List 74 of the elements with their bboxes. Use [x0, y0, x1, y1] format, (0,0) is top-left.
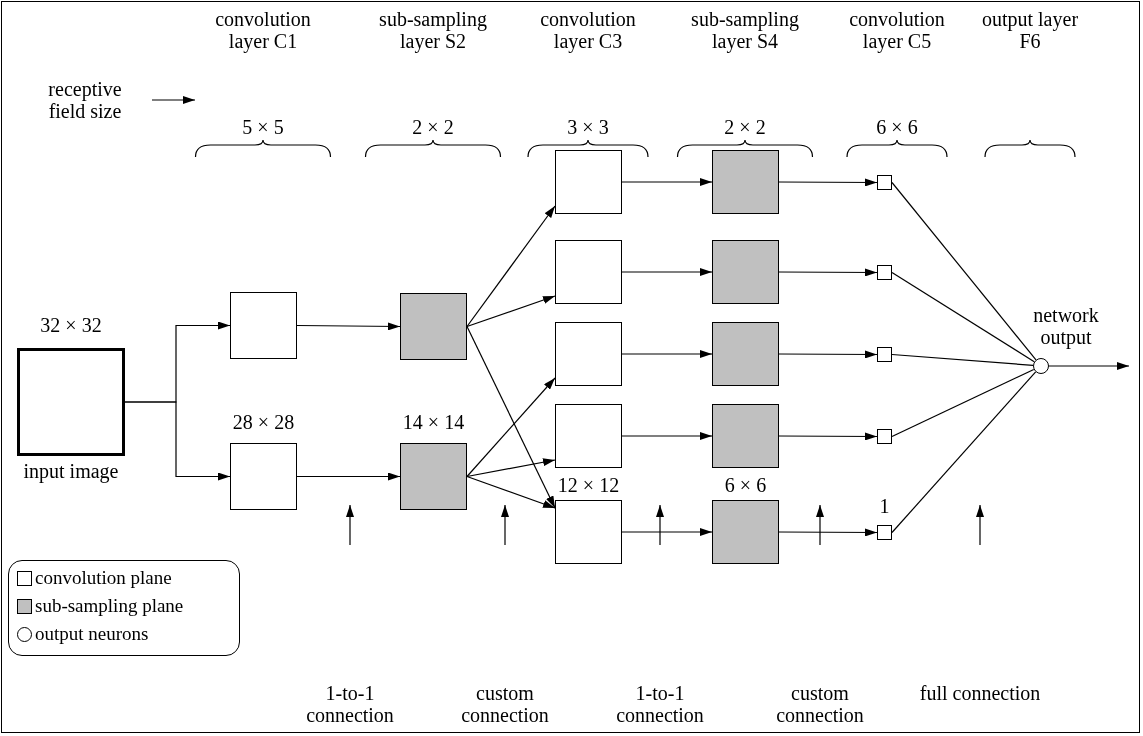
layer-heading: sub-sampling layer S4 — [690, 8, 800, 52]
arrow — [466, 377, 556, 478]
arrow — [296, 472, 401, 481]
arrow — [621, 350, 713, 358]
legend-text: sub-sampling plane — [35, 595, 184, 617]
connection-label: custom connection — [775, 682, 865, 726]
legend-text: output neurons — [35, 623, 149, 645]
arrow — [778, 178, 878, 187]
layer-heading: sub-sampling layer S2 — [378, 8, 488, 52]
arrow — [466, 295, 556, 328]
neuron-square — [877, 265, 892, 280]
arrow — [621, 268, 713, 276]
node-caption: 14 × 14 — [401, 411, 466, 433]
field-size-label: 2 × 2 — [411, 116, 455, 138]
output-neuron-circle — [1033, 358, 1049, 374]
node-caption: input image — [22, 460, 120, 482]
input-image-box — [17, 348, 125, 456]
node-caption: 6 × 6 — [723, 474, 768, 496]
node-caption: network output — [1032, 304, 1100, 348]
field-size-label: 5 × 5 — [241, 116, 285, 138]
annotation-text: receptive field size — [47, 78, 123, 122]
arrow — [778, 528, 878, 537]
connection-label: custom connection — [460, 682, 550, 726]
arrow — [778, 268, 878, 277]
node-caption: 12 × 12 — [556, 474, 621, 496]
connection-line — [891, 353, 1034, 366]
layer-heading: output layer F6 — [980, 8, 1080, 52]
convolution-plane — [555, 150, 622, 214]
connection-label: 1-to-1 connection — [615, 682, 705, 726]
neuron-square — [877, 347, 892, 362]
field-size-label: 2 × 2 — [723, 116, 767, 138]
convolution-plane — [230, 292, 297, 359]
layer-heading: convolution layer C3 — [539, 8, 637, 52]
node-caption: 32 × 32 — [39, 314, 103, 336]
arrow — [621, 528, 713, 536]
convolution-plane — [555, 322, 622, 386]
arrow — [466, 475, 556, 509]
connection-line — [891, 271, 1035, 363]
arrow — [466, 458, 556, 478]
connection-label: full connection — [918, 682, 1042, 704]
sub-sampling-plane — [712, 240, 779, 304]
convolution-plane — [230, 443, 297, 510]
neuron-square — [877, 525, 892, 540]
sub-sampling-plane — [712, 500, 779, 564]
connection-line — [891, 181, 1037, 361]
connection-line — [891, 371, 1037, 534]
arrow — [1048, 362, 1130, 370]
sub-sampling-plane — [712, 404, 779, 468]
neuron-square — [877, 429, 892, 444]
convolution-plane — [555, 500, 622, 564]
connection-line — [891, 368, 1035, 438]
field-size-label: 3 × 3 — [566, 116, 610, 138]
arrow — [621, 178, 713, 186]
field-size-label: 6 × 6 — [875, 116, 919, 138]
convolution-plane — [555, 404, 622, 468]
layer-heading: convolution layer C1 — [214, 8, 312, 52]
arrow — [778, 432, 878, 441]
arrow — [621, 432, 713, 440]
sub-sampling-plane — [400, 443, 467, 510]
sub-sampling-plane — [712, 322, 779, 386]
arrow — [296, 322, 401, 331]
arrow — [124, 401, 231, 481]
convolution-plane — [555, 240, 622, 304]
layer-heading: convolution layer C5 — [848, 8, 946, 52]
legend-text: convolution plane — [35, 567, 172, 589]
neuron-square — [877, 175, 892, 190]
connection-label: 1-to-1 connection — [305, 682, 395, 726]
arrow — [778, 350, 878, 359]
arrow — [466, 325, 556, 509]
sub-sampling-plane — [712, 150, 779, 214]
node-caption: 1 — [878, 495, 891, 517]
node-caption: 28 × 28 — [231, 411, 296, 433]
arrow — [466, 205, 556, 328]
sub-sampling-plane — [400, 293, 467, 360]
